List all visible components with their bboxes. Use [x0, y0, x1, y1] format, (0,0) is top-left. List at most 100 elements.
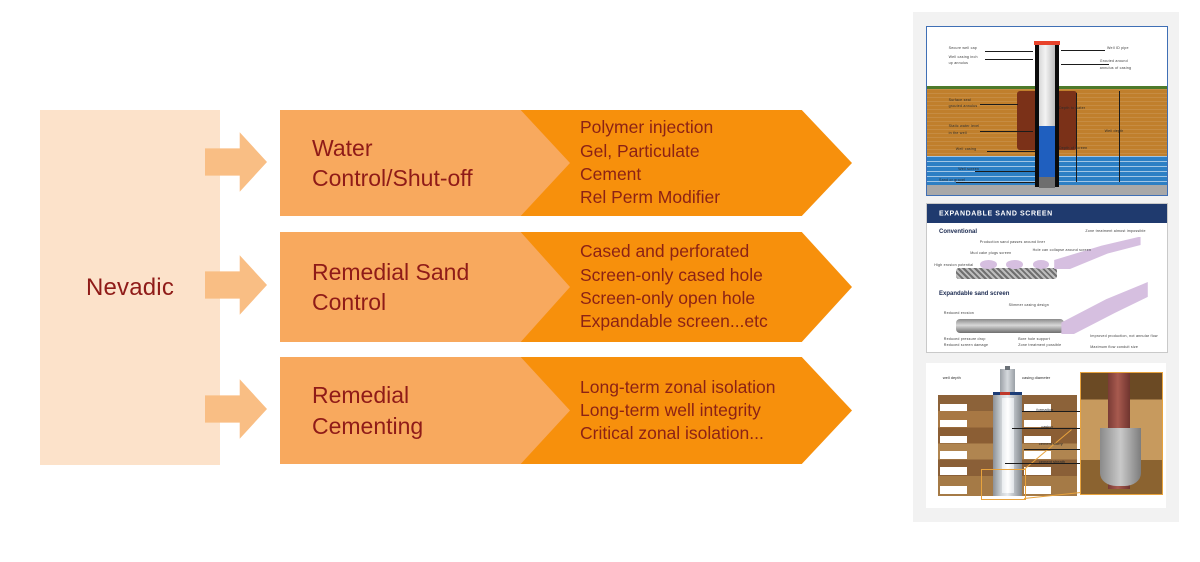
depth-to-water-dimension [1075, 92, 1077, 150]
well-cap [1033, 41, 1061, 46]
thumb2-label: Hole can collapse around screen [1032, 248, 1092, 253]
leader-line [984, 58, 1033, 60]
stage-row-remedial-sand-control[interactable]: Remedial Sand Control Cased and perforat… [280, 232, 852, 342]
thumb1-label: Sand or gravel [939, 178, 966, 183]
stage-chevron-shape [280, 232, 570, 342]
thumb1-label: Secure well cap [948, 46, 977, 51]
detail-list: Long-term zonal isolation Long-term well… [580, 357, 860, 464]
diameter-tag [1024, 435, 1051, 443]
thumb2-label: Reduced pressure drop [943, 337, 986, 342]
thumb2-label: Improved production, not annular flow [1090, 334, 1158, 339]
detail-item: Polymer injection [580, 117, 714, 138]
detail-item: Cement [580, 164, 642, 184]
thumbnail-water-well-cross-section: Secure well cap Well casing inch up annu… [926, 26, 1168, 196]
stage-title-line: Control/Shut-off [312, 165, 473, 191]
thumb2-header-bar: EXPANDABLE SAND SCREEN [927, 204, 1167, 224]
detail-list: Polymer injection Gel, Particulate Cemen… [580, 110, 860, 216]
thumb2-label: Mud cake plugs screen [970, 251, 1012, 256]
conventional-screen-pipe [955, 267, 1057, 280]
diameter-tag [1024, 467, 1051, 475]
bedrock-layer [927, 184, 1167, 195]
thumb1-label: grouted annulus [948, 104, 978, 109]
detail-item: Rel Perm Modifier [580, 187, 721, 208]
thumb3-callout-label: cement sheath [1038, 458, 1066, 464]
stage-title-line: Control [312, 289, 387, 315]
thumbnail-remedial-cementing: well depth casing diameter formation cas… [926, 363, 1166, 508]
leader-line [975, 171, 1035, 173]
diameter-tag [1024, 486, 1051, 494]
callout-line [1024, 448, 1080, 450]
water-column [1038, 126, 1056, 177]
stage-row-remedial-cementing[interactable]: Remedial Cementing Long-term zonal isola… [280, 357, 852, 464]
detail-item: Long-term well integrity [580, 399, 761, 420]
thumb2-label: Zone treatment almost impossible [1085, 229, 1146, 234]
mud-cake-bulge [979, 260, 997, 270]
detail-item: Critical zonal isolation... [580, 423, 764, 444]
thumbnail-expandable-sand-screen: EXPANDABLE SAND SCREEN Conventional Expa… [926, 203, 1168, 353]
thumb2-label: Zone treatment possible [1018, 343, 1062, 348]
thumb2-section-title: Conventional [939, 229, 978, 236]
thumb2-label: Maximum flow conduit size [1090, 344, 1139, 349]
casing-interior [1038, 45, 1056, 127]
stage-chevron-shape [280, 357, 570, 464]
leader-line [979, 131, 1033, 133]
depth-tag [940, 435, 967, 443]
callout-line [1012, 428, 1080, 430]
thumb1-label: Static water level [948, 124, 980, 129]
leader-line [1061, 49, 1105, 51]
depth-of-screen-dimension [1075, 131, 1077, 182]
mud-cake-bulge [1006, 260, 1023, 270]
leader-line [1061, 63, 1110, 65]
stage-title-line: Cementing [312, 412, 424, 439]
thumb3-callout-label: formation [1036, 406, 1054, 412]
rig-floor-accent [1000, 392, 1010, 396]
zoom-region-box [981, 468, 1027, 500]
stage-title: Remedial Cementing [312, 357, 544, 464]
expandable-annulus-flow [1061, 282, 1148, 335]
leader-line [979, 104, 1019, 106]
stage-title-line: Remedial Sand [312, 258, 470, 285]
diameter-tag [1024, 419, 1051, 427]
thumb2-label: Production sand passes around liner [979, 239, 1046, 244]
depth-tag [940, 451, 967, 459]
thumb2-label: Reduced screen damage [943, 343, 989, 348]
detail-list: Cased and perforated Screen-only cased h… [580, 232, 860, 342]
inset-float-shoe [1100, 428, 1141, 487]
thumb2-header-text: EXPANDABLE SAND SCREEN [939, 210, 1053, 218]
stage-title: Water Control/Shut-off [312, 110, 544, 216]
diameter-tag [1024, 451, 1051, 459]
detail-item: Long-term zonal isolation [580, 376, 776, 397]
detail-item: Gel, Particulate [580, 140, 700, 161]
callout-line [1022, 410, 1080, 412]
thumb1-label: Surface seal [948, 97, 971, 102]
mud-cake-bulge [1032, 260, 1050, 270]
stage-row-water-control[interactable]: Water Control/Shut-off Polymer injection… [280, 110, 852, 216]
thumb1-label: Well depth [1104, 129, 1124, 134]
thumb1-label: Depth to water [1059, 105, 1086, 110]
depth-tag [940, 419, 967, 427]
thumb1-label: Grouted around [1099, 58, 1128, 63]
thumb3-callout-label: cement slurry [1038, 441, 1063, 447]
thumb1-label: annulus of casing [1099, 65, 1132, 70]
stage-title-line: Water [312, 134, 373, 161]
detail-item: Screen-only cased hole [580, 264, 763, 285]
thumb2-label: Reduced erosion [943, 310, 974, 315]
stage-chevron-shape [280, 110, 570, 216]
thumb2-section-title: Expandable sand screen [939, 291, 1010, 298]
thumb2-label: Bore hole support [1018, 337, 1050, 342]
thumb2-label: Slimmer casing design [1008, 303, 1049, 308]
thumb1-label: Well casing inch [948, 54, 978, 59]
rig-mast [1000, 368, 1015, 395]
thumb2-label: High erosion potential [934, 263, 974, 268]
detail-item: Expandable screen...etc [580, 311, 768, 332]
diameter-tag [1024, 403, 1051, 411]
thumb1-label: up annulus [948, 60, 969, 65]
depth-tag [940, 486, 967, 494]
thumb1-label: Depth of screen [1059, 146, 1088, 151]
thumb3-callout-label: casing [1041, 423, 1053, 429]
rig-crown [1005, 365, 1010, 371]
thumb1-label: Well casing [955, 147, 977, 152]
callout-line [1005, 463, 1080, 465]
depth-tag [940, 467, 967, 475]
